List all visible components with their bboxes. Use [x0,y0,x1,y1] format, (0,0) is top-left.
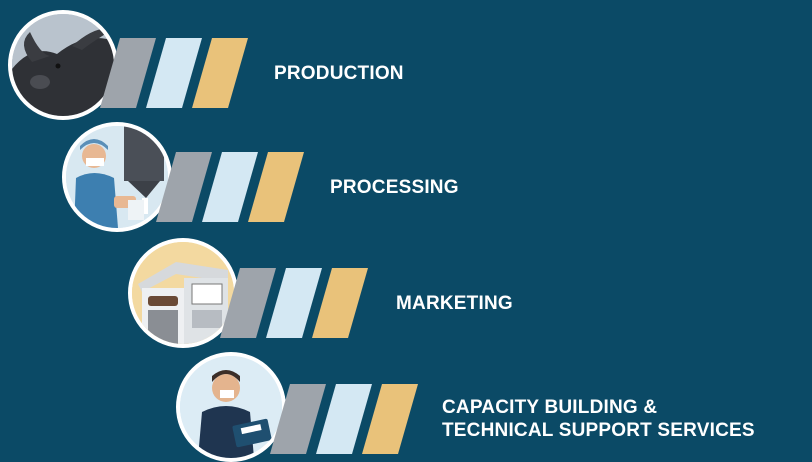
stage-label: CAPACITY BUILDING & TECHNICAL SUPPORT SE… [442,396,755,442]
stripe-light-blue [202,152,258,222]
stripe-group [156,152,304,222]
carabao-icon [8,10,118,120]
stripe-gold [312,268,368,338]
stripe-group [220,268,368,338]
stripe-gray [100,38,156,108]
stripe-gray [270,384,326,454]
stripe-group [100,38,248,108]
stage-marketing: MARKETING [128,238,513,348]
stripe-gold [248,152,304,222]
stage-label: MARKETING [396,293,513,314]
stripe-gray [156,152,212,222]
stripe-gold [362,384,418,454]
stripe-light-blue [146,38,202,108]
stage-label: PROCESSING [330,177,459,198]
stage-label-line1: CAPACITY BUILDING & [442,397,658,418]
stripe-group [270,384,418,454]
stage-processing: PROCESSING [62,122,459,232]
stage-production: PRODUCTION [0,0,812,120]
stripe-light-blue [266,268,322,338]
stage-label-line2: TECHNICAL SUPPORT SERVICES [442,420,755,441]
stripe-gold [192,38,248,108]
stripe-light-blue [316,384,372,454]
stripe-gray [220,268,276,338]
stage-label: PRODUCTION [274,63,404,84]
